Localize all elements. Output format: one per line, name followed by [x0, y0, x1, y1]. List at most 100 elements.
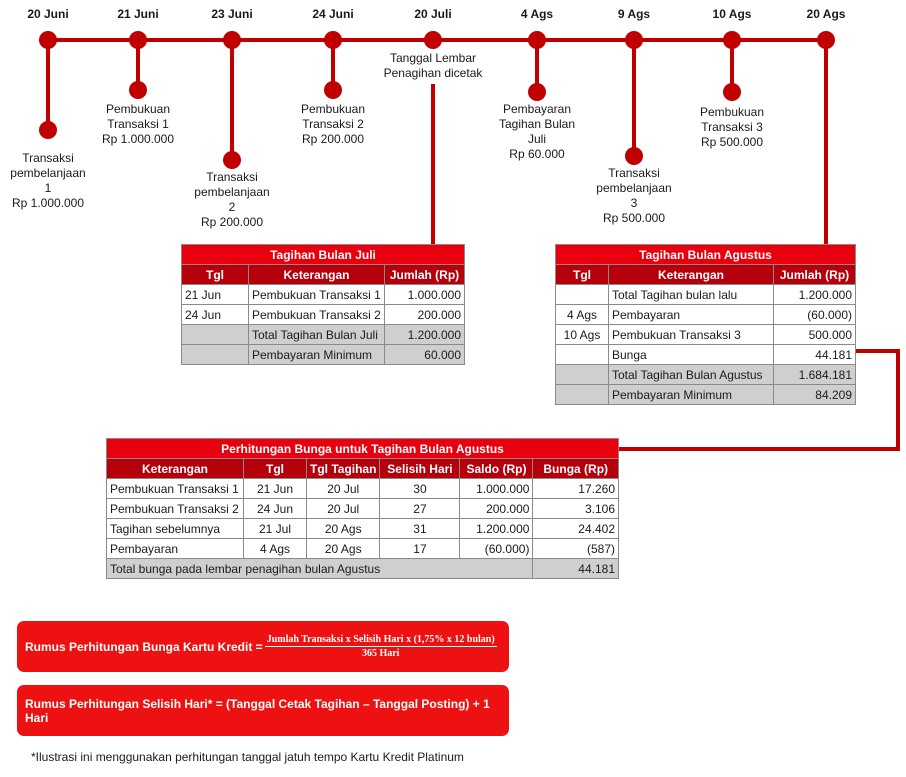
date-20-ags: 20 Ags: [806, 7, 846, 21]
label-pembukuan-1: Pembukuan Transaksi 1 Rp 1.000.000: [101, 102, 175, 146]
cell: 1.200.000: [773, 284, 856, 305]
cell: 1.200.000: [384, 324, 465, 345]
cell: Total Tagihan Bulan Agustus: [608, 364, 774, 385]
label-transaksi-3: Transaksi pembelanjaan 3 Rp 500.000: [596, 166, 672, 225]
formula-bunga-label: Rumus Perhitungan Bunga Kartu Kredit =: [25, 639, 263, 654]
formula-fraction: Jumlah Transaksi x Selisih Hari x (1,75%…: [264, 634, 497, 659]
table-row: Total Tagihan bulan lalu 1.200.000: [555, 284, 856, 305]
cell: 21 Jun: [243, 478, 307, 499]
cell: 21 Jul: [243, 518, 307, 539]
label-pembayaran: Pembayaran Tagihan Bulan Juli Rp 60.000: [498, 102, 576, 161]
cell: Pembayaran Minimum: [248, 344, 385, 365]
cell: Pembukuan Transaksi 1: [248, 284, 385, 305]
col-header: Tgl: [555, 264, 609, 285]
cell: [181, 324, 249, 345]
table-row: 21 Jun Pembukuan Transaksi 1 1.000.000: [181, 284, 465, 305]
cell: Tagihan sebelumnya: [106, 518, 244, 539]
dot-20-ags: [817, 31, 835, 49]
dot-21-juni: [129, 31, 147, 49]
cell: 500.000: [773, 324, 856, 345]
cell: 24 Jun: [243, 498, 307, 519]
dot-pembukuan-3: [723, 83, 741, 101]
cell: 20 Ags: [305, 538, 381, 559]
dot-20-juli: [424, 31, 442, 49]
table-row: Pembayaran Minimum 60.000: [181, 344, 465, 365]
dot-transaksi-3: [625, 147, 643, 165]
table-row: Pembukuan Transaksi 1 21 Jun 20 Jul 30 1…: [106, 478, 619, 499]
label-transaksi-1: Transaksi pembelanjaan 1 Rp 1.000.000: [10, 151, 86, 210]
dot-pembukuan-1: [129, 81, 147, 99]
col-header: Selisih Hari: [379, 458, 461, 479]
cell: [555, 284, 609, 305]
cell: Pembukuan Transaksi 3: [608, 324, 774, 345]
table-row: Pembayaran 4 Ags 20 Ags 17 (60.000) (587…: [106, 538, 619, 559]
total-label: Total bunga pada lembar penagihan bulan …: [105, 558, 534, 579]
table-row: Bunga 44.181: [555, 344, 856, 365]
dot-4-ags: [528, 31, 546, 49]
cell: Pembayaran: [106, 538, 244, 559]
cell: 24.402: [532, 518, 619, 539]
formula-selisih-hari: Rumus Perhitungan Selisih Hari* = (Tangg…: [17, 685, 509, 736]
cell: Pembukuan Transaksi 2: [248, 304, 385, 325]
cell: 20 Ags: [305, 518, 381, 539]
cell: [181, 344, 249, 365]
total-value: 44.181: [532, 558, 619, 579]
formula-denominator: 365 Hari: [361, 648, 400, 659]
formula-bunga: Rumus Perhitungan Bunga Kartu Kredit = J…: [17, 621, 509, 672]
table-row: 4 Ags Pembayaran (60.000): [555, 304, 856, 325]
col-header: Bunga (Rp): [532, 458, 619, 479]
cell: 4 Ags: [555, 304, 609, 325]
table-perhitungan-bunga: Perhitungan Bunga untuk Tagihan Bulan Ag…: [105, 438, 619, 579]
cell: Total Tagihan bulan lalu: [608, 284, 774, 305]
footnote: *Ilustrasi ini menggunakan perhitungan t…: [31, 750, 464, 764]
dot-transaksi-1: [39, 121, 57, 139]
date-20-juli: 20 Juli: [414, 7, 452, 21]
table-row: 10 Ags Pembukuan Transaksi 3 500.000: [555, 324, 856, 345]
cell: 60.000: [384, 344, 465, 365]
cell: 27: [379, 498, 461, 519]
label-pembukuan-3: Pembukuan Transaksi 3 Rp 500.000: [699, 105, 765, 149]
dot-pembayaran: [528, 83, 546, 101]
dot-10-ags: [723, 31, 741, 49]
cell: (60.000): [459, 538, 534, 559]
cell: 3.106: [532, 498, 619, 519]
date-20-juni: 20 Juni: [27, 7, 69, 21]
cell: Total Tagihan Bulan Juli: [248, 324, 385, 345]
table-row: Pembukuan Transaksi 2 24 Jun 20 Jul 27 2…: [106, 498, 619, 519]
table-row: Pembayaran Minimum 84.209: [555, 384, 856, 405]
date-10-ags: 10 Ags: [712, 7, 752, 21]
cell: 1.684.181: [773, 364, 856, 385]
col-header: Tgl Tagihan: [305, 458, 381, 479]
date-21-juni: 21 Juni: [117, 7, 159, 21]
table-row-total: Total bunga pada lembar penagihan bulan …: [105, 558, 619, 579]
cell: 21 Jun: [181, 284, 249, 305]
cell: 30: [379, 478, 461, 499]
cell: (60.000): [773, 304, 856, 325]
cell: (587): [532, 538, 619, 559]
label-transaksi-2: Transaksi pembelanjaan 2 Rp 200.000: [194, 170, 270, 229]
col-header: Jumlah (Rp): [384, 264, 465, 285]
dot-23-juni: [223, 31, 241, 49]
cell: 17: [379, 538, 461, 559]
table-tagihan-juli: Tagihan Bulan Juli Tgl Keterangan Jumlah…: [181, 244, 465, 365]
col-header: Keterangan: [608, 264, 774, 285]
cell: 24 Jun: [181, 304, 249, 325]
table-tagihan-agustus: Tagihan Bulan Agustus Tgl Keterangan Jum…: [555, 244, 856, 405]
cell: [555, 384, 609, 405]
cell: 1.200.000: [459, 518, 534, 539]
dot-pembukuan-2: [324, 81, 342, 99]
cell: 44.181: [773, 344, 856, 365]
cell: 10 Ags: [555, 324, 609, 345]
dot-9-ags: [625, 31, 643, 49]
cell: 84.209: [773, 384, 856, 405]
label-tanggal-cetak: Tanggal Lembar Penagihan dicetak: [383, 51, 483, 80]
date-4-ags: 4 Ags: [520, 7, 554, 21]
table-row: 24 Jun Pembukuan Transaksi 2 200.000: [181, 304, 465, 325]
cell: Pembukuan Transaksi 1: [106, 478, 244, 499]
dot-24-juni: [324, 31, 342, 49]
connector-bunga: [618, 349, 900, 451]
cell: 4 Ags: [243, 538, 307, 559]
dot-transaksi-2: [223, 151, 241, 169]
table-title: Perhitungan Bunga untuk Tagihan Bulan Ag…: [106, 438, 619, 459]
